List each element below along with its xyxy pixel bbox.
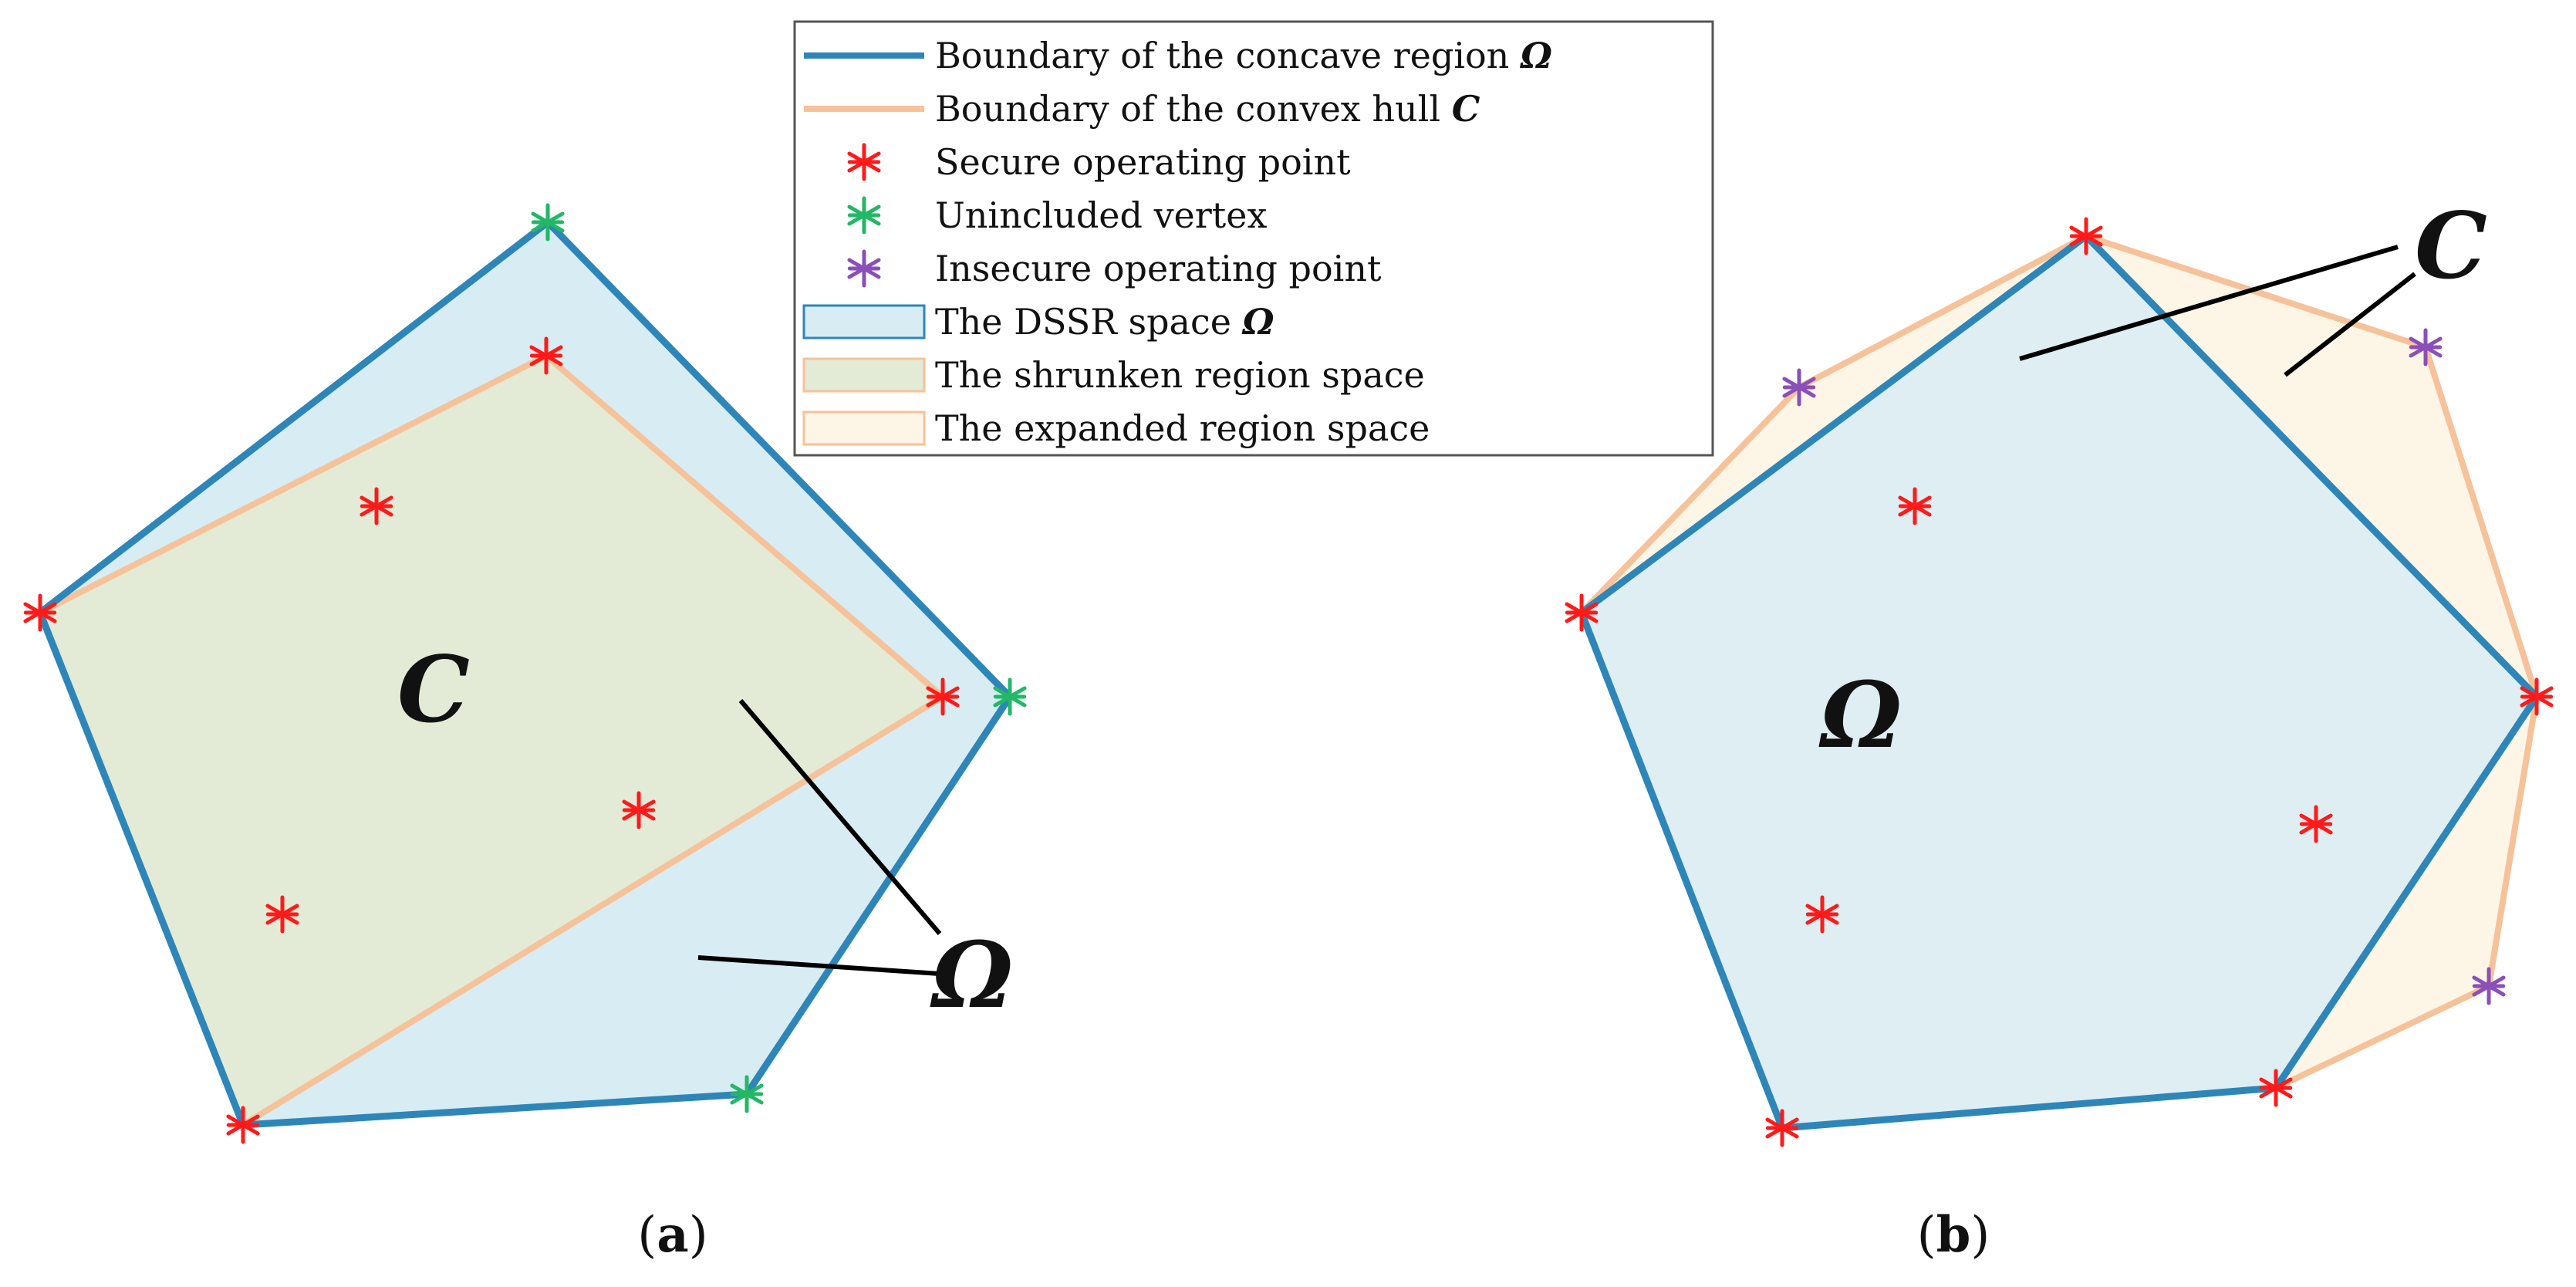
panel-a-caption: (a) bbox=[637, 1206, 707, 1264]
legend-item-insecure: Insecure operating point bbox=[935, 248, 1382, 289]
legend-box bbox=[793, 20, 1714, 457]
secure-point-marker bbox=[2259, 1069, 2293, 1107]
secure-point-marker bbox=[1765, 1109, 1799, 1147]
panel-b-markers bbox=[1565, 217, 2554, 1147]
secure-point-marker bbox=[1805, 895, 1839, 934]
insecure-point-marker bbox=[2409, 328, 2443, 367]
legend-shrunken-patch bbox=[802, 357, 926, 393]
panel-a-omega-pointer-2 bbox=[697, 955, 940, 976]
panel-a-omega-pointer-1 bbox=[738, 699, 942, 935]
panel-a: C Ω (a) bbox=[23, 203, 1027, 1264]
panel-b-concave-boundary bbox=[1578, 232, 2541, 1132]
panel-b: C Ω (b) bbox=[1565, 192, 2554, 1264]
legend-secure-marker bbox=[847, 143, 881, 181]
panel-a-markers bbox=[23, 203, 1027, 1144]
legend-unincluded-marker bbox=[847, 196, 881, 235]
secure-point-marker bbox=[622, 791, 656, 829]
panel-b-c-pointer-2 bbox=[2284, 272, 2416, 377]
secure-point-marker bbox=[265, 895, 299, 934]
legend-dssr-patch bbox=[802, 304, 926, 339]
panel-b-caption: (b) bbox=[1917, 1206, 1990, 1264]
secure-point-marker bbox=[2069, 217, 2103, 255]
legend-item-convex: Boundary of the convex hull C bbox=[935, 88, 1480, 130]
legend-item-shrunken: The shrunken region space bbox=[935, 354, 1425, 396]
secure-point-marker bbox=[1898, 487, 1932, 525]
panel-a-label-c: C bbox=[397, 636, 470, 743]
legend-item-expanded: The expanded region space bbox=[935, 407, 1430, 449]
secure-point-marker bbox=[23, 593, 57, 632]
secure-point-marker bbox=[2520, 677, 2554, 716]
panel-a-concave-boundary bbox=[36, 218, 1014, 1129]
legend-item-dssr: The DSSR space Ω bbox=[935, 301, 1274, 343]
legend-item-unincluded: Unincluded vertex bbox=[935, 194, 1267, 236]
secure-point-marker bbox=[2299, 805, 2333, 843]
legend-expanded-patch bbox=[802, 410, 926, 446]
legend-item-concave: Boundary of the concave region Ω bbox=[935, 35, 1552, 76]
secure-point-marker bbox=[1565, 593, 1599, 632]
secure-point-marker bbox=[529, 336, 563, 375]
unincluded-vertex-marker bbox=[993, 677, 1027, 716]
panel-a-label-omega: Ω bbox=[930, 921, 1013, 1029]
panel-b-label-omega: Ω bbox=[1818, 661, 1902, 768]
insecure-point-marker bbox=[2472, 967, 2506, 1005]
secure-point-marker bbox=[226, 1106, 260, 1144]
insecure-point-marker bbox=[1782, 368, 1816, 407]
legend-item-secure: Secure operating point bbox=[935, 141, 1351, 183]
secure-point-marker bbox=[926, 677, 960, 716]
panel-b-label-c: C bbox=[2415, 192, 2487, 299]
legend: Boundary of the concave region Ω Boundar… bbox=[793, 20, 1714, 457]
panel-b-c-pointer-1 bbox=[2019, 245, 2399, 361]
secure-point-marker bbox=[360, 487, 393, 525]
unincluded-vertex-marker bbox=[531, 203, 565, 242]
legend-insecure-marker bbox=[847, 249, 881, 288]
unincluded-vertex-marker bbox=[730, 1075, 764, 1113]
